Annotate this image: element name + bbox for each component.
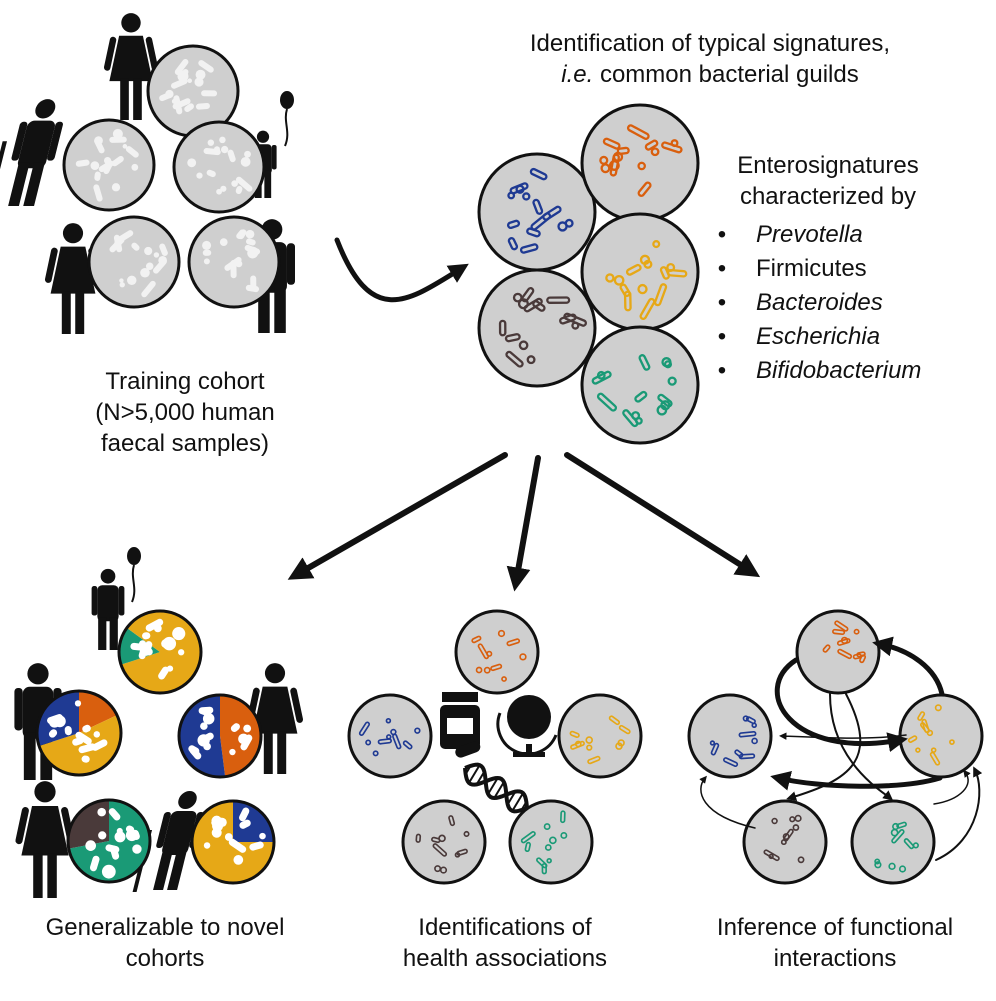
sample-circle-icon: [117, 609, 203, 695]
caption-health-line1: Identifications of: [418, 914, 592, 941]
arrows-layer: [287, 237, 983, 861]
sample-circle-icon: [477, 152, 597, 272]
arrow-icon: [829, 693, 894, 801]
globe-icon: [496, 695, 558, 757]
caption-interactions: Inference of functional interactions: [680, 912, 990, 974]
sample-circle-icon: [508, 799, 594, 885]
enterosignature-item: • Firmicutes: [712, 252, 988, 286]
sample-circle-icon: [146, 44, 240, 138]
sample-circle-icon: [850, 799, 936, 885]
sample-circle-icon: [187, 215, 281, 309]
person-icon: [0, 99, 63, 209]
balloon-icon: [280, 91, 294, 147]
sample-circle-icon: [557, 693, 643, 779]
enterosignatures-list: • Prevotella • Firmicutes • Bacteroides • Esche…: [712, 218, 988, 388]
top-title-line1: Identification of typical signatures,: [529, 30, 891, 57]
bullet-icon: •: [717, 255, 727, 282]
enterosignatures-heading-line2: characterized by: [739, 183, 917, 210]
person-icon: [246, 663, 304, 774]
enterosignature-item: • Bifidobacterium: [712, 354, 988, 388]
bullet-icon: •: [717, 221, 727, 248]
sample-circle-icon: [62, 118, 156, 212]
top-title-rest: common bacterial guilds: [593, 61, 859, 88]
enterosignature-item: • Bacteroides: [712, 286, 988, 320]
sample-circle-icon: [742, 799, 828, 885]
bullet-icon: •: [717, 323, 727, 350]
caption-interactions-line1: Inference of functional: [716, 914, 954, 941]
sample-circle-icon: [347, 693, 433, 779]
training-cohort-caption: Training cohort (N>5,000 human faecal sa…: [50, 366, 320, 459]
top-title: Identification of typical signatures, i.…: [470, 28, 950, 90]
arrow-icon: [699, 775, 756, 829]
sample-circle-icon: [401, 799, 487, 885]
bullet-icon: •: [717, 289, 727, 316]
circles-layer: [35, 44, 984, 885]
arrow-icon: [770, 771, 943, 791]
sample-circle-icon: [454, 609, 540, 695]
enterosignatures-heading-line1: Enterosignatures: [737, 152, 919, 179]
arrow-icon: [774, 657, 908, 752]
arrow-icon: [334, 237, 469, 303]
people-layer: [0, 13, 304, 898]
sample-circle-icon: [795, 609, 881, 695]
sample-circle-icon: [580, 325, 700, 445]
person-icon: [103, 13, 159, 121]
enterosignature-item: • Escherichia: [712, 320, 988, 354]
training-line3: faecal samples): [100, 430, 270, 457]
top-title-line2: i.e. common bacterial guilds: [470, 59, 950, 90]
sample-circle-icon: [190, 799, 276, 885]
sample-circle-icon: [87, 215, 181, 309]
sample-circle-icon: [898, 693, 984, 779]
training-line2: (N>5,000 human: [95, 399, 275, 426]
caption-generalizable-line2: cohorts: [125, 945, 205, 972]
arrow-icon: [564, 452, 761, 578]
enterosignature-label: Prevotella: [756, 221, 863, 248]
bullet-icon: •: [717, 357, 727, 384]
arrow-icon: [779, 732, 907, 740]
objects-layer: [440, 692, 558, 814]
sample-circle-icon: [580, 212, 700, 332]
caption-health-line2: health associations: [402, 945, 608, 972]
arrow-icon: [935, 766, 983, 861]
enterosignatures-panel: Enterosignatures characterized by • Prevo…: [708, 150, 988, 388]
medicine-bottle-icon: [440, 692, 481, 758]
arrow-icon: [506, 455, 541, 592]
caption-health: Identifications of health associations: [355, 912, 655, 974]
person-icon: [15, 781, 75, 898]
caption-generalizable-line1: Generalizable to novel: [45, 914, 285, 941]
sample-circle-icon: [177, 693, 263, 779]
enterosignature-label: Bacteroides: [756, 289, 883, 316]
top-title-ie: i.e.: [561, 61, 594, 88]
caption-interactions-line2: interactions: [773, 945, 897, 972]
sample-circle-icon: [66, 798, 152, 884]
sample-circle-icon: [172, 120, 266, 214]
caption-generalizable: Generalizable to novel cohorts: [10, 912, 320, 974]
enterosignature-label: Escherichia: [756, 323, 881, 350]
enterosignature-item: • Prevotella: [712, 218, 988, 252]
arrow-icon: [287, 452, 508, 580]
sample-circle-icon: [35, 689, 123, 777]
person-icon: [91, 568, 125, 650]
training-line1: Training cohort: [105, 368, 265, 395]
balloon-icon: [127, 547, 141, 603]
enterosignature-label: Firmicutes: [756, 255, 867, 282]
arrow-icon: [872, 636, 945, 697]
arrow-icon: [933, 769, 971, 805]
arrow-icon: [786, 693, 862, 802]
dna-icon: [463, 762, 529, 814]
sample-circle-icon: [687, 693, 773, 779]
sample-circle-icon: [477, 268, 597, 388]
enterosignature-label: Bifidobacterium: [756, 357, 922, 384]
sample-circle-icon: [580, 103, 700, 223]
